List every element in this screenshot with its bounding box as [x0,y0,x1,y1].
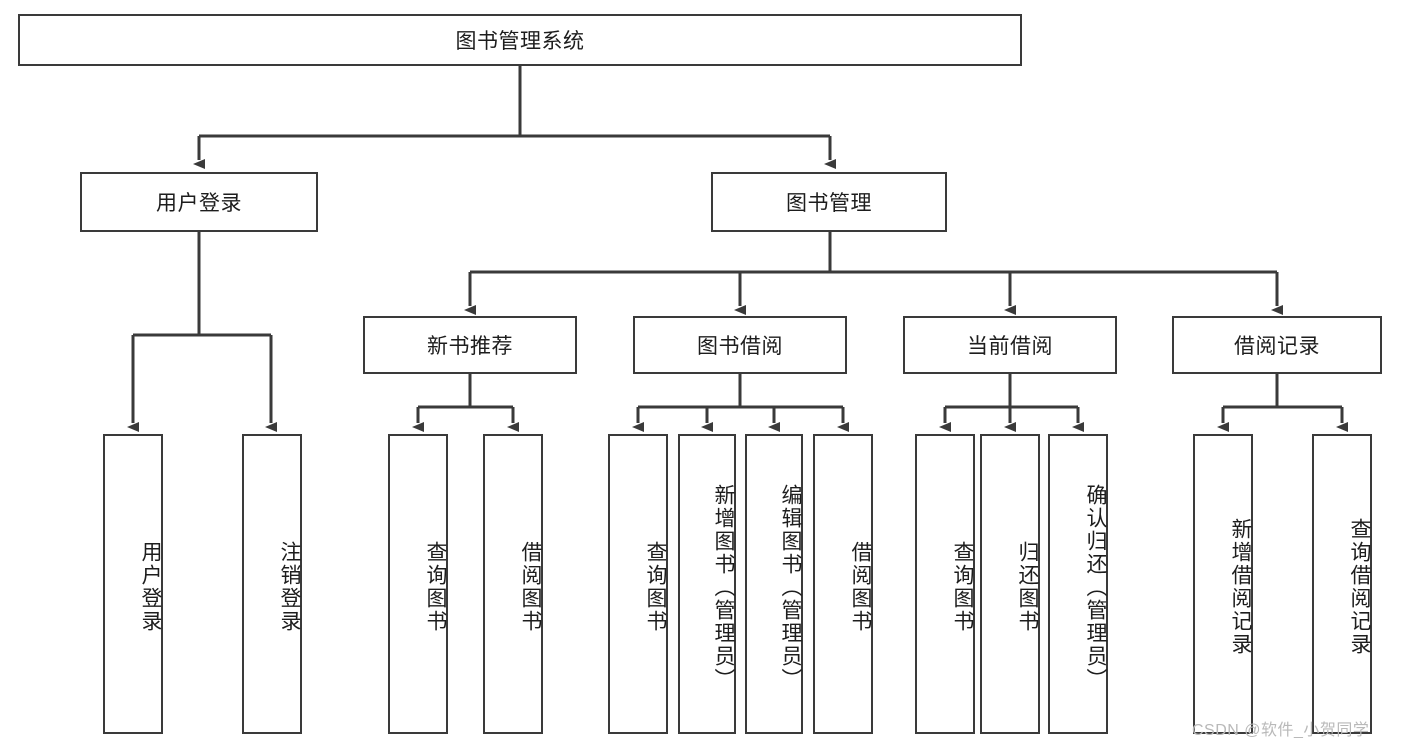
node-leaf-query-borrow-record[interactable]: 查询借阅记录 [1312,434,1372,734]
node-leaf-return-book-label: 归还图书 [1016,541,1039,633]
node-leaf-confirm-return[interactable]: 确认归还（管理员） [1048,434,1108,734]
node-user-login[interactable]: 用户登录 [80,172,318,232]
node-new-book-recommend-label: 新书推荐 [427,335,513,358]
node-leaf-logout-label: 注销登录 [278,541,301,633]
node-borrow-record-label: 借阅记录 [1234,335,1320,358]
node-leaf-query-book-3[interactable]: 查询图书 [915,434,975,734]
node-leaf-query-book-2[interactable]: 查询图书 [608,434,668,734]
node-leaf-query-borrow-record-label: 查询借阅记录 [1348,518,1371,656]
node-leaf-add-book-label: 新增图书（管理员） [712,483,735,691]
node-book-management[interactable]: 图书管理 [711,172,947,232]
node-new-book-recommend[interactable]: 新书推荐 [363,316,577,374]
node-current-borrow[interactable]: 当前借阅 [903,316,1117,374]
node-leaf-query-book-1[interactable]: 查询图书 [388,434,448,734]
node-leaf-confirm-return-label: 确认归还（管理员） [1084,483,1107,691]
node-leaf-edit-book[interactable]: 编辑图书（管理员） [745,434,803,734]
node-leaf-borrow-book-2[interactable]: 借阅图书 [813,434,873,734]
node-leaf-borrow-book-1[interactable]: 借阅图书 [483,434,543,734]
node-leaf-add-borrow-record[interactable]: 新增借阅记录 [1193,434,1253,734]
node-root[interactable]: 图书管理系统 [18,14,1022,66]
node-user-login-label: 用户登录 [156,192,242,215]
watermark: CSDN @软件_小贺同学 [1192,722,1370,739]
node-leaf-edit-book-label: 编辑图书（管理员） [779,483,802,691]
node-book-borrow-label: 图书借阅 [697,335,783,358]
node-leaf-add-book[interactable]: 新增图书（管理员） [678,434,736,734]
node-leaf-add-borrow-record-label: 新增借阅记录 [1229,518,1252,656]
node-root-label: 图书管理系统 [455,30,585,53]
node-leaf-query-book-1-label: 查询图书 [424,541,447,633]
node-book-borrow[interactable]: 图书借阅 [633,316,847,374]
node-leaf-query-book-3-label: 查询图书 [951,541,974,633]
node-leaf-borrow-book-1-label: 借阅图书 [519,541,542,633]
node-current-borrow-label: 当前借阅 [967,335,1053,358]
node-leaf-borrow-book-2-label: 借阅图书 [849,541,872,633]
node-leaf-logout[interactable]: 注销登录 [242,434,302,734]
node-leaf-return-book[interactable]: 归还图书 [980,434,1040,734]
node-leaf-query-book-2-label: 查询图书 [644,541,667,633]
node-borrow-record[interactable]: 借阅记录 [1172,316,1382,374]
node-leaf-user-login[interactable]: 用户登录 [103,434,163,734]
node-leaf-user-login-label: 用户登录 [139,541,162,633]
node-book-management-label: 图书管理 [786,192,872,215]
